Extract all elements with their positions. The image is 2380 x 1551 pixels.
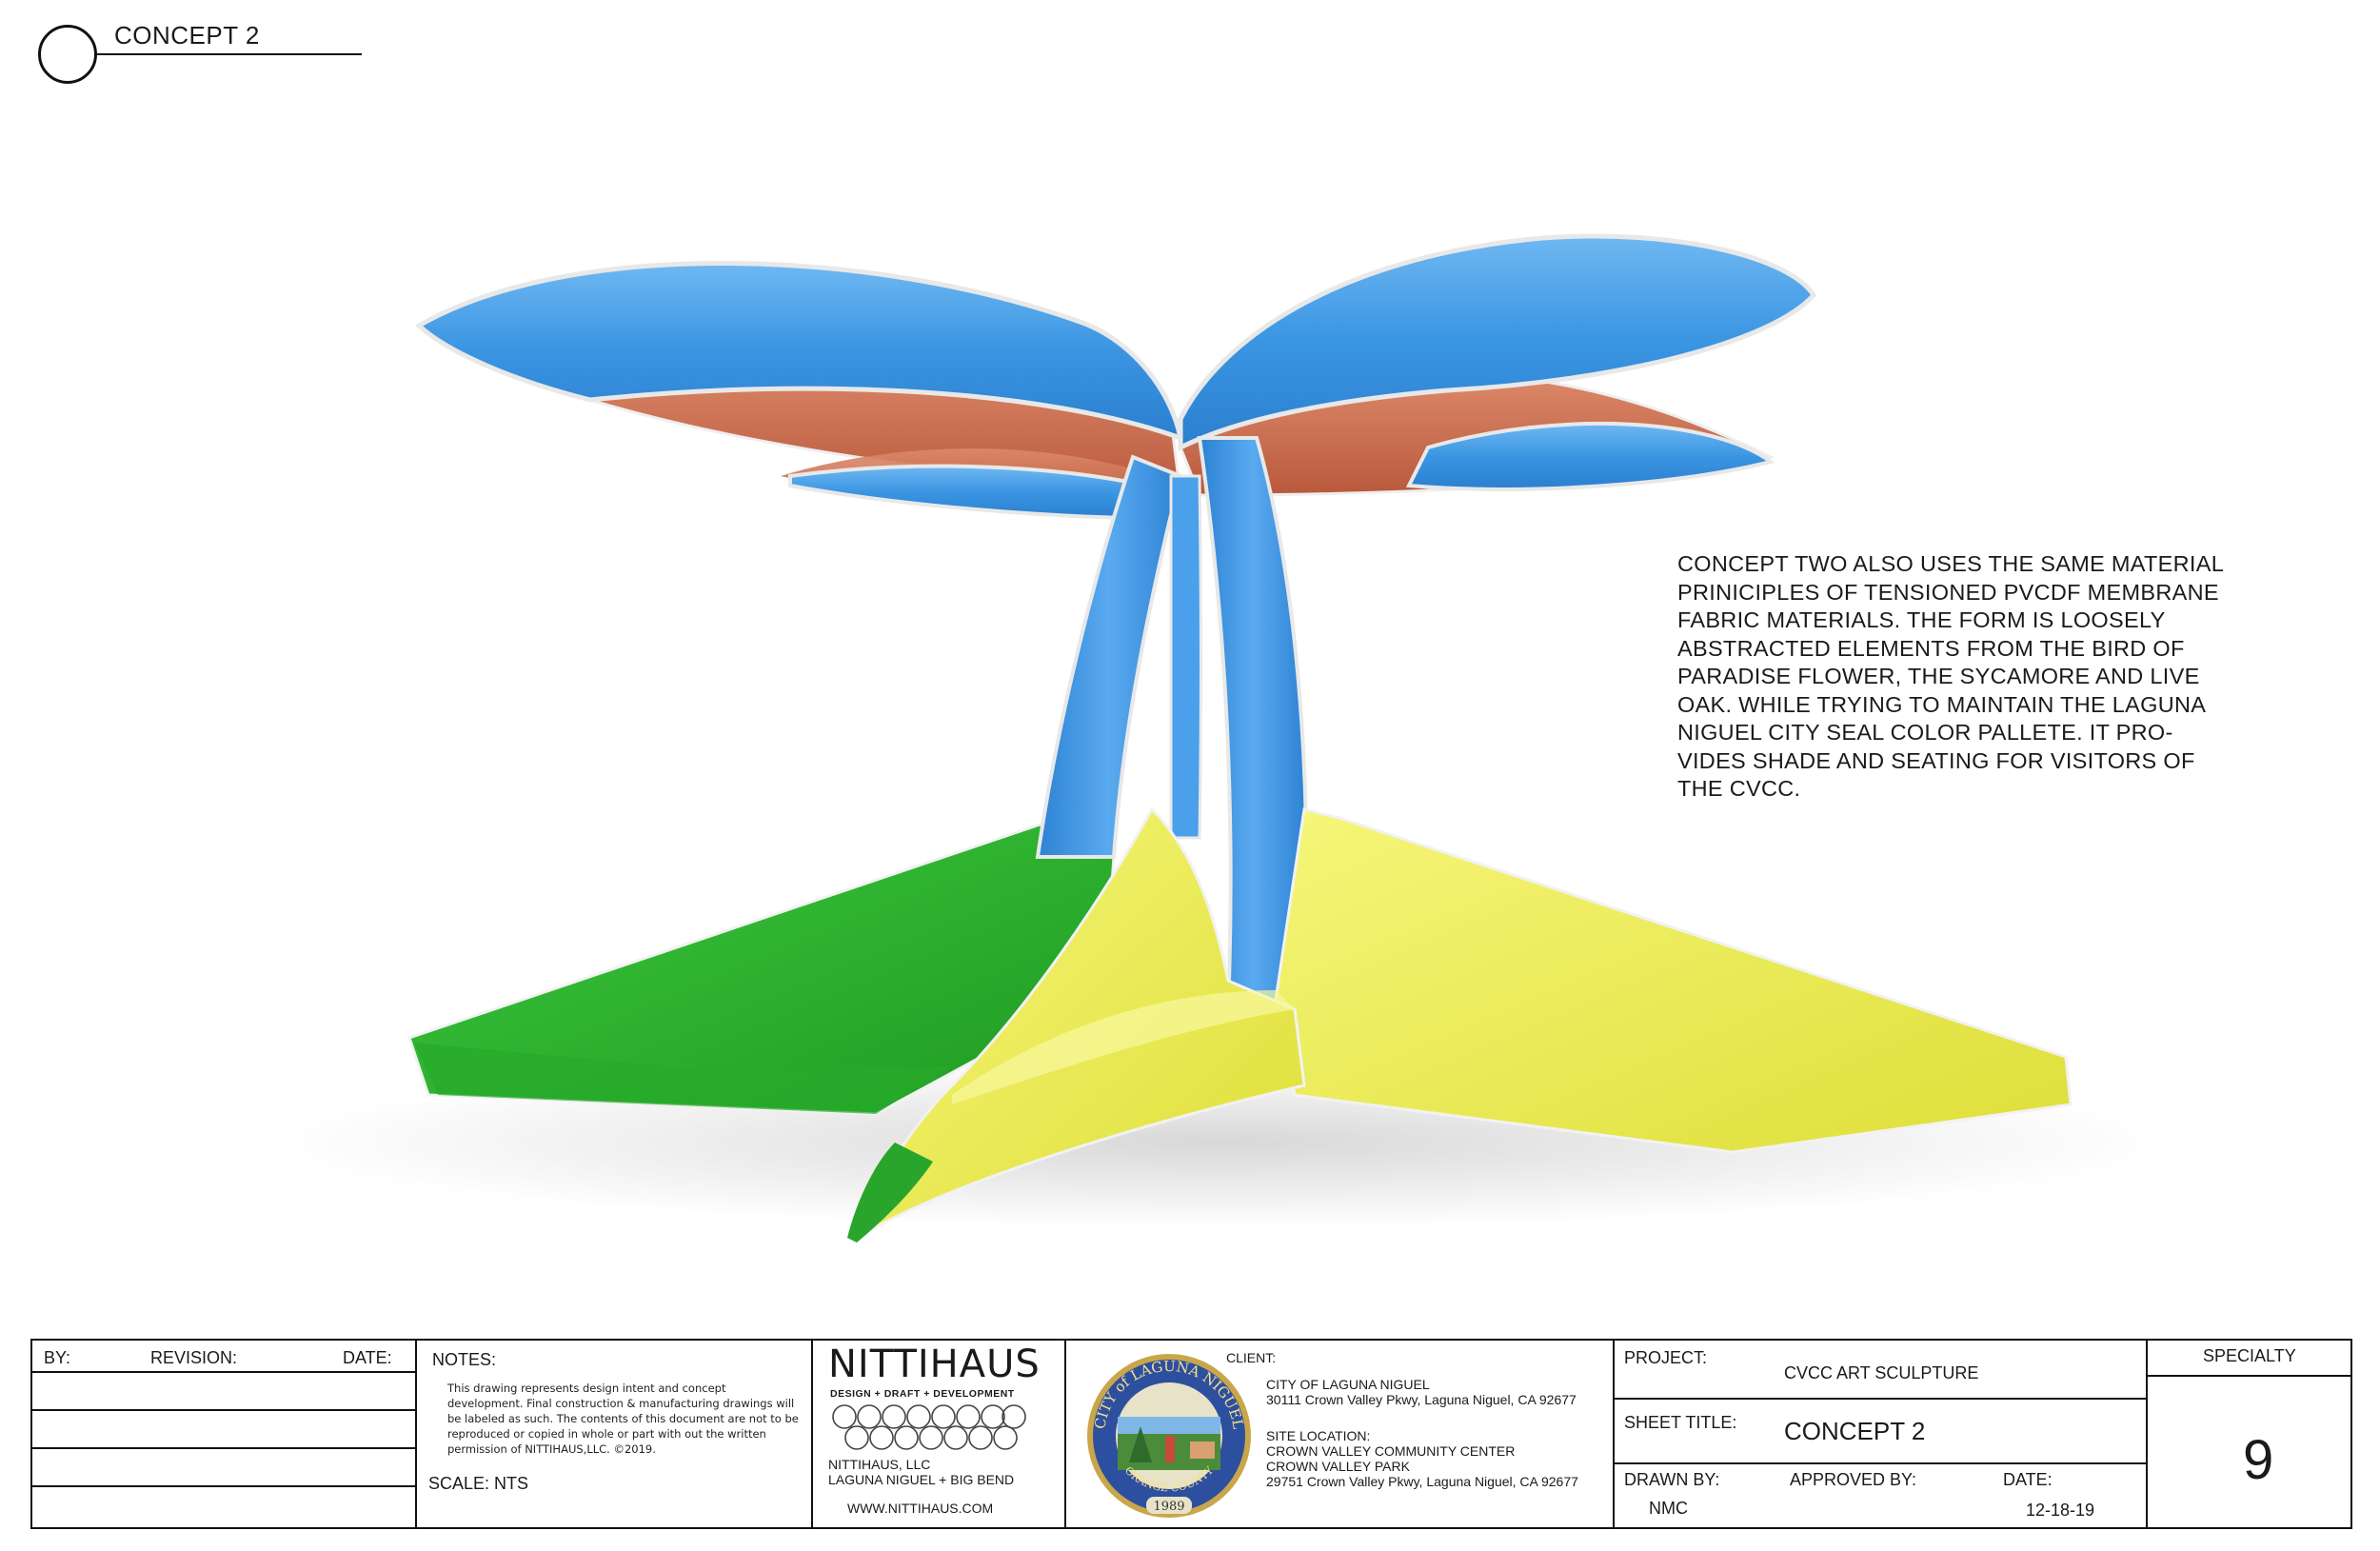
- firm-logo: NITTIHAUS: [828, 1342, 1041, 1386]
- by-label: BY:: [44, 1348, 71, 1367]
- drawn-by-value: NMC: [1649, 1499, 1688, 1518]
- drawn-by-label: DRAWN BY:: [1624, 1470, 1720, 1489]
- project-label: PROJECT:: [1624, 1348, 1708, 1367]
- title-underline: [97, 53, 362, 55]
- firm-locations: LAGUNA NIGUEL + BIG BEND: [828, 1472, 1015, 1487]
- yellow-base-blade-right: [1274, 807, 2073, 1154]
- flower-of-life-pattern-icon: [832, 1404, 1026, 1450]
- concept-description: CONCEPT TWO ALSO USES THE SAME MATERIAL …: [1677, 551, 2225, 801]
- scale-label: SCALE: NTS: [428, 1474, 529, 1493]
- notes-label: NOTES:: [432, 1350, 497, 1369]
- yellow-base-blade-front: [854, 806, 1306, 1242]
- sculpture-render: [267, 233, 2171, 1243]
- divider: [1064, 1341, 1066, 1527]
- notes-body: This drawing represents design intent an…: [447, 1382, 799, 1456]
- date-label: DATE:: [2003, 1470, 2053, 1489]
- project-row-line: [1613, 1462, 2146, 1464]
- divider: [415, 1341, 417, 1527]
- specialty-row-line: [2146, 1375, 2352, 1377]
- canopy-blue-lower-right: [1405, 422, 1775, 491]
- site-location-label: SITE LOCATION:: [1266, 1428, 1371, 1443]
- canopy-blue-upper-right: [1178, 233, 1817, 452]
- approved-by-label: APPROVED BY:: [1790, 1470, 1917, 1489]
- revision-row-line: [32, 1447, 415, 1449]
- site-name: CROWN VALLEY COMMUNITY CENTER: [1266, 1443, 1516, 1459]
- site-park: CROWN VALLEY PARK: [1266, 1459, 1410, 1474]
- divider: [811, 1341, 813, 1527]
- divider: [1613, 1341, 1615, 1527]
- project-row-line: [1613, 1398, 2146, 1400]
- firm-website-link[interactable]: WWW.NITTIHAUS.COM: [847, 1501, 994, 1516]
- revision-date-label: DATE:: [343, 1348, 392, 1367]
- client-name: CITY OF LAGUNA NIGUEL: [1266, 1377, 1430, 1392]
- city-seal-icon: CITY of LAGUNA NIGUEL ORANGE COUNTY 1989: [1087, 1354, 1251, 1518]
- green-base-tip: [847, 1143, 933, 1243]
- concept-marker-circle: [38, 25, 97, 84]
- project-name: CVCC ART SCULPTURE: [1784, 1363, 1979, 1382]
- revision-row-line: [32, 1409, 415, 1411]
- seal-year: 1989: [1153, 1500, 1184, 1514]
- page-title: CONCEPT 2: [114, 21, 260, 50]
- firm-tagline: DESIGN + DRAFT + DEVELOPMENT: [830, 1388, 1015, 1400]
- client-label: CLIENT:: [1226, 1350, 1277, 1365]
- date-value: 12-18-19: [2026, 1501, 2095, 1520]
- revision-row-line: [32, 1371, 415, 1373]
- divider: [2146, 1341, 2148, 1527]
- firm-name: NITTIHAUS, LLC: [828, 1457, 931, 1472]
- sheet-number: 9: [2243, 1429, 2274, 1491]
- revision-row-line: [32, 1485, 415, 1487]
- site-address: 29751 Crown Valley Pkwy, Laguna Niguel, …: [1266, 1474, 1578, 1489]
- client-address: 30111 Crown Valley Pkwy, Laguna Niguel, …: [1266, 1392, 1577, 1407]
- revision-label: REVISION:: [150, 1348, 238, 1367]
- sheet-title: CONCEPT 2: [1784, 1417, 1926, 1445]
- title-block: BY: REVISION: DATE: NOTES: This drawing …: [30, 1339, 2352, 1529]
- specialty-label: SPECIALTY: [2203, 1346, 2296, 1365]
- sheet-title-label: SHEET TITLE:: [1624, 1413, 1737, 1432]
- stem-left: [1035, 454, 1183, 859]
